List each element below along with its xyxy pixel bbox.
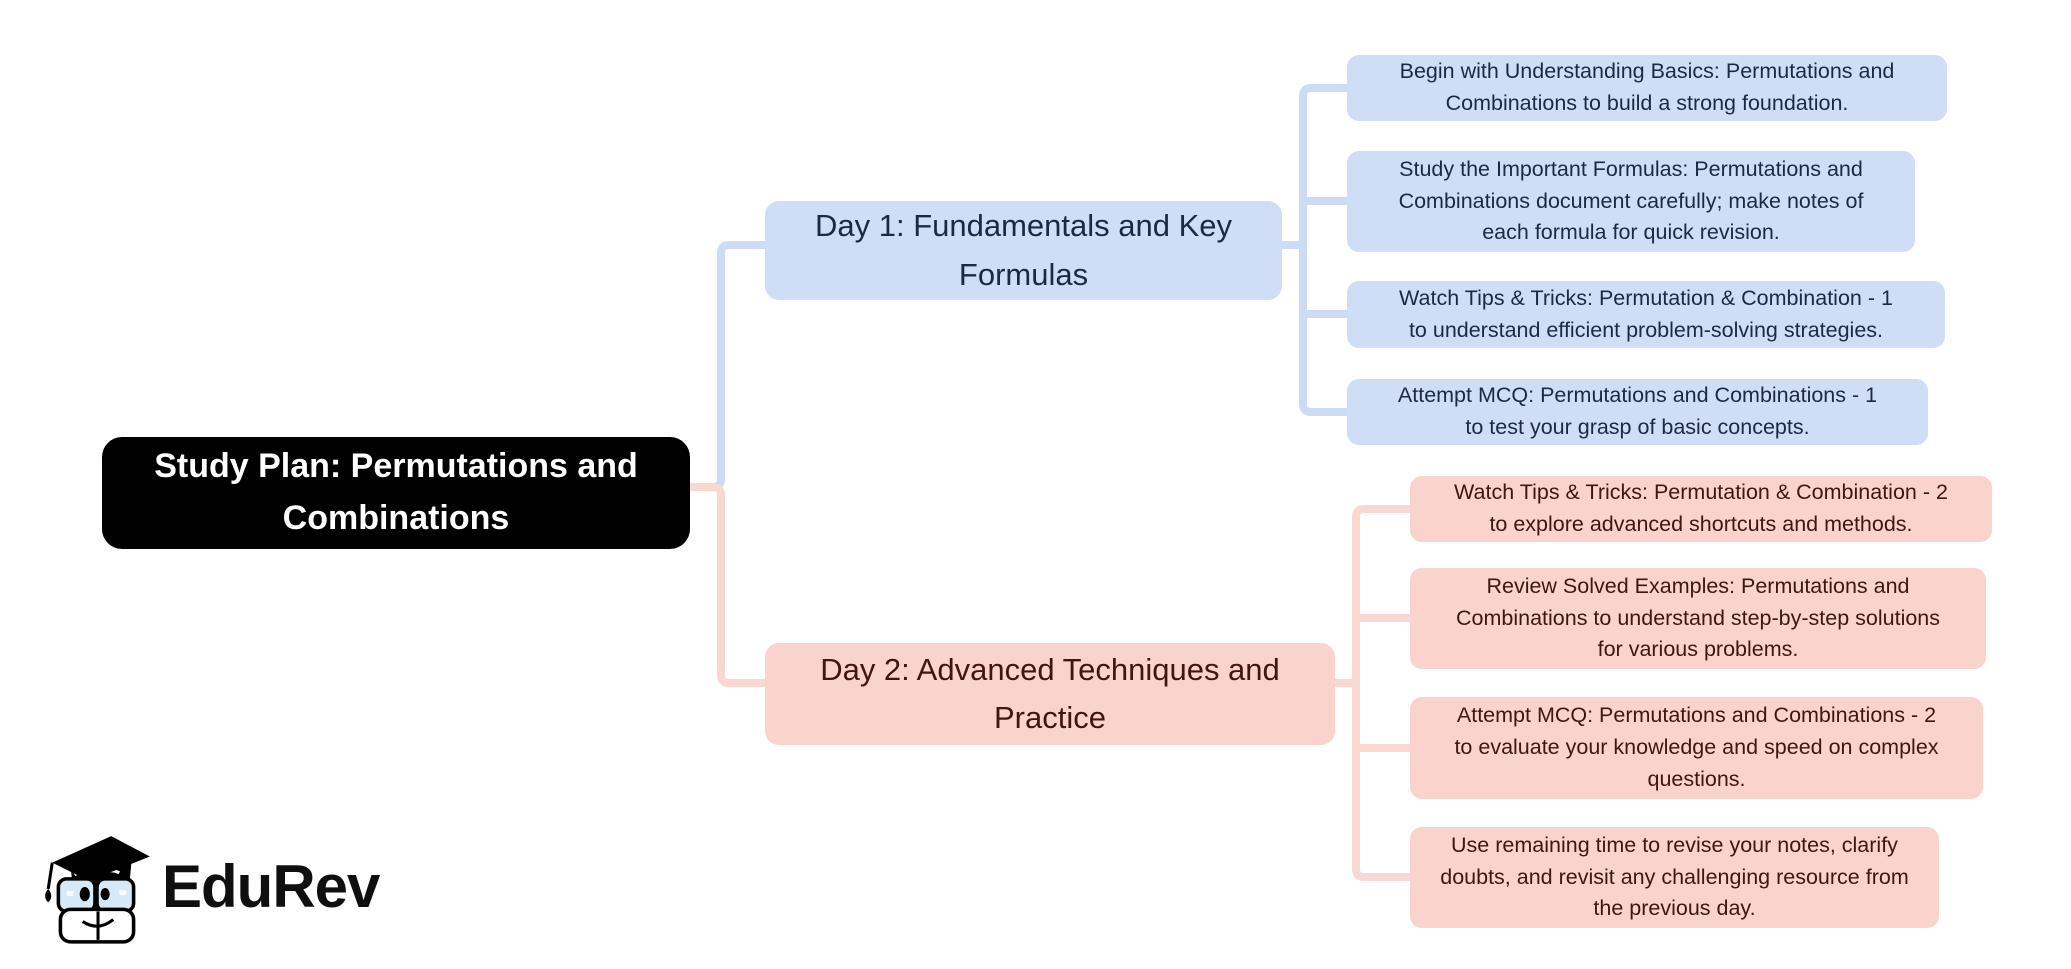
graduate-mascot-icon	[45, 836, 150, 944]
branch-node-day1: Day 1: Fundamentals and Key Formulas	[765, 201, 1282, 300]
connector-root-day2	[682, 483, 765, 687]
connector-root-day1	[682, 241, 765, 491]
brand-text: EduRev	[162, 853, 380, 920]
leaf-node-day1-1: Begin with Understanding Basics: Permuta…	[1347, 55, 1947, 121]
root-node: Study Plan: Permutations and Combination…	[102, 437, 690, 549]
leaf-node-day1-2: Study the Important Formulas: Permutatio…	[1347, 151, 1915, 252]
leaf-node-day2-1: Watch Tips & Tricks: Permutation & Combi…	[1410, 476, 1992, 542]
leaf-node-day1-3: Watch Tips & Tricks: Permutation & Combi…	[1347, 281, 1945, 348]
connector-day2-trunk	[1352, 505, 1415, 881]
leaf-node-day2-3: Attempt MCQ: Permutations and Combinatio…	[1410, 697, 1983, 799]
connector-day1-trunk	[1299, 84, 1352, 416]
leaf-node-day2-4: Use remaining time to revise your notes,…	[1410, 827, 1939, 928]
leaf-node-day1-4: Attempt MCQ: Permutations and Combinatio…	[1347, 379, 1928, 445]
edurev-logo: EduRev	[36, 826, 380, 948]
leaf-node-day2-2: Review Solved Examples: Permutations and…	[1410, 568, 1986, 669]
branch-node-day2: Day 2: Advanced Techniques and Practice	[765, 643, 1335, 745]
